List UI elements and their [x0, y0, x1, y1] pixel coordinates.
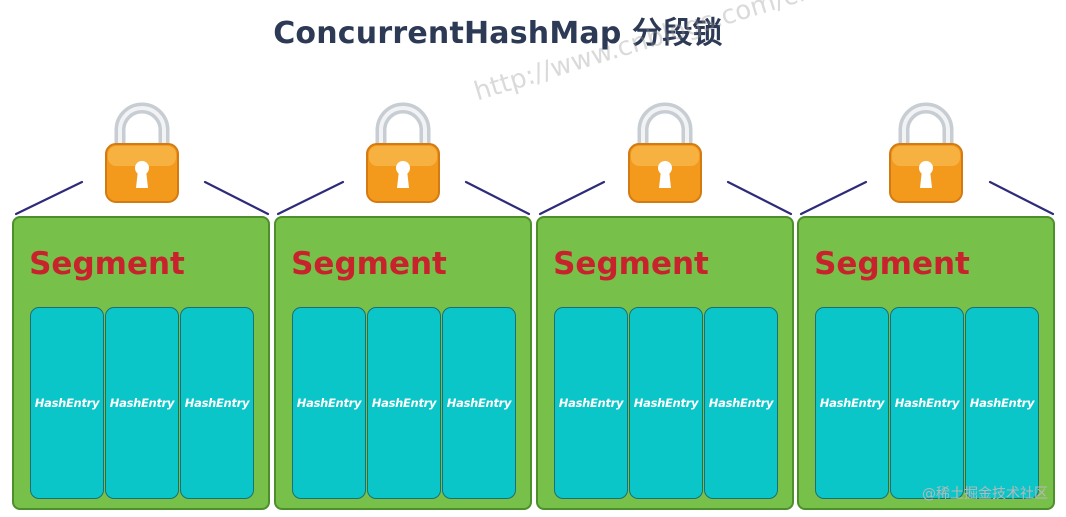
- hash-entry: HashEntry: [554, 307, 628, 499]
- hash-entry: HashEntry: [180, 307, 254, 499]
- connector-line: [464, 180, 531, 216]
- hash-entry-label: HashEntry: [894, 396, 960, 410]
- hash-entry-label: HashEntry: [34, 396, 100, 410]
- segment-label: Segment: [29, 246, 185, 282]
- connector-line: [799, 180, 868, 216]
- hash-entry: HashEntry: [442, 307, 516, 499]
- segment-box: Segment HashEntry HashEntry HashEntry: [797, 216, 1055, 510]
- connector-line: [14, 180, 84, 216]
- segment-box: Segment HashEntry HashEntry HashEntry: [12, 216, 270, 510]
- hash-entry: HashEntry: [965, 307, 1039, 499]
- segment-box: Segment HashEntry HashEntry HashEntry: [274, 216, 532, 510]
- segment-label: Segment: [553, 246, 709, 282]
- segment-label: Segment: [814, 246, 970, 282]
- hash-entry-label: HashEntry: [558, 396, 624, 410]
- segment-box: Segment HashEntry HashEntry HashEntry: [536, 216, 794, 510]
- diagram-title: ConcurrentHashMap 分段锁: [273, 16, 723, 51]
- hash-entry: HashEntry: [367, 307, 441, 499]
- hash-entry-label: HashEntry: [819, 396, 885, 410]
- hash-entry-group: HashEntry HashEntry HashEntry: [815, 307, 1039, 499]
- hash-entry-group: HashEntry HashEntry HashEntry: [292, 307, 516, 499]
- connector-line: [538, 180, 606, 216]
- hash-entry-group: HashEntry HashEntry HashEntry: [30, 307, 254, 499]
- padlock-icon: [617, 100, 713, 210]
- hash-entry-label: HashEntry: [633, 396, 699, 410]
- hash-entry: HashEntry: [704, 307, 778, 499]
- connector-line: [276, 180, 345, 216]
- connector-line: [726, 180, 793, 216]
- hash-entry: HashEntry: [815, 307, 889, 499]
- hash-entry-label: HashEntry: [109, 396, 175, 410]
- padlock-icon: [355, 100, 451, 210]
- hash-entry: HashEntry: [629, 307, 703, 499]
- hash-entry-label: HashEntry: [708, 396, 774, 410]
- hash-entry-label: HashEntry: [969, 396, 1035, 410]
- padlock-icon: [94, 100, 190, 210]
- hash-entry-group: HashEntry HashEntry HashEntry: [554, 307, 778, 499]
- connector-line: [203, 180, 270, 216]
- hash-entry-label: HashEntry: [371, 396, 437, 410]
- hash-entry-label: HashEntry: [184, 396, 250, 410]
- padlock-icon: [878, 100, 974, 210]
- segment-label: Segment: [291, 246, 447, 282]
- hash-entry: HashEntry: [890, 307, 964, 499]
- hash-entry-label: HashEntry: [446, 396, 512, 410]
- hash-entry: HashEntry: [30, 307, 104, 499]
- hash-entry-label: HashEntry: [296, 396, 362, 410]
- connector-line: [988, 180, 1055, 216]
- hash-entry: HashEntry: [292, 307, 366, 499]
- footer-watermark: @稀土掘金技术社区: [922, 486, 1048, 502]
- hash-entry: HashEntry: [105, 307, 179, 499]
